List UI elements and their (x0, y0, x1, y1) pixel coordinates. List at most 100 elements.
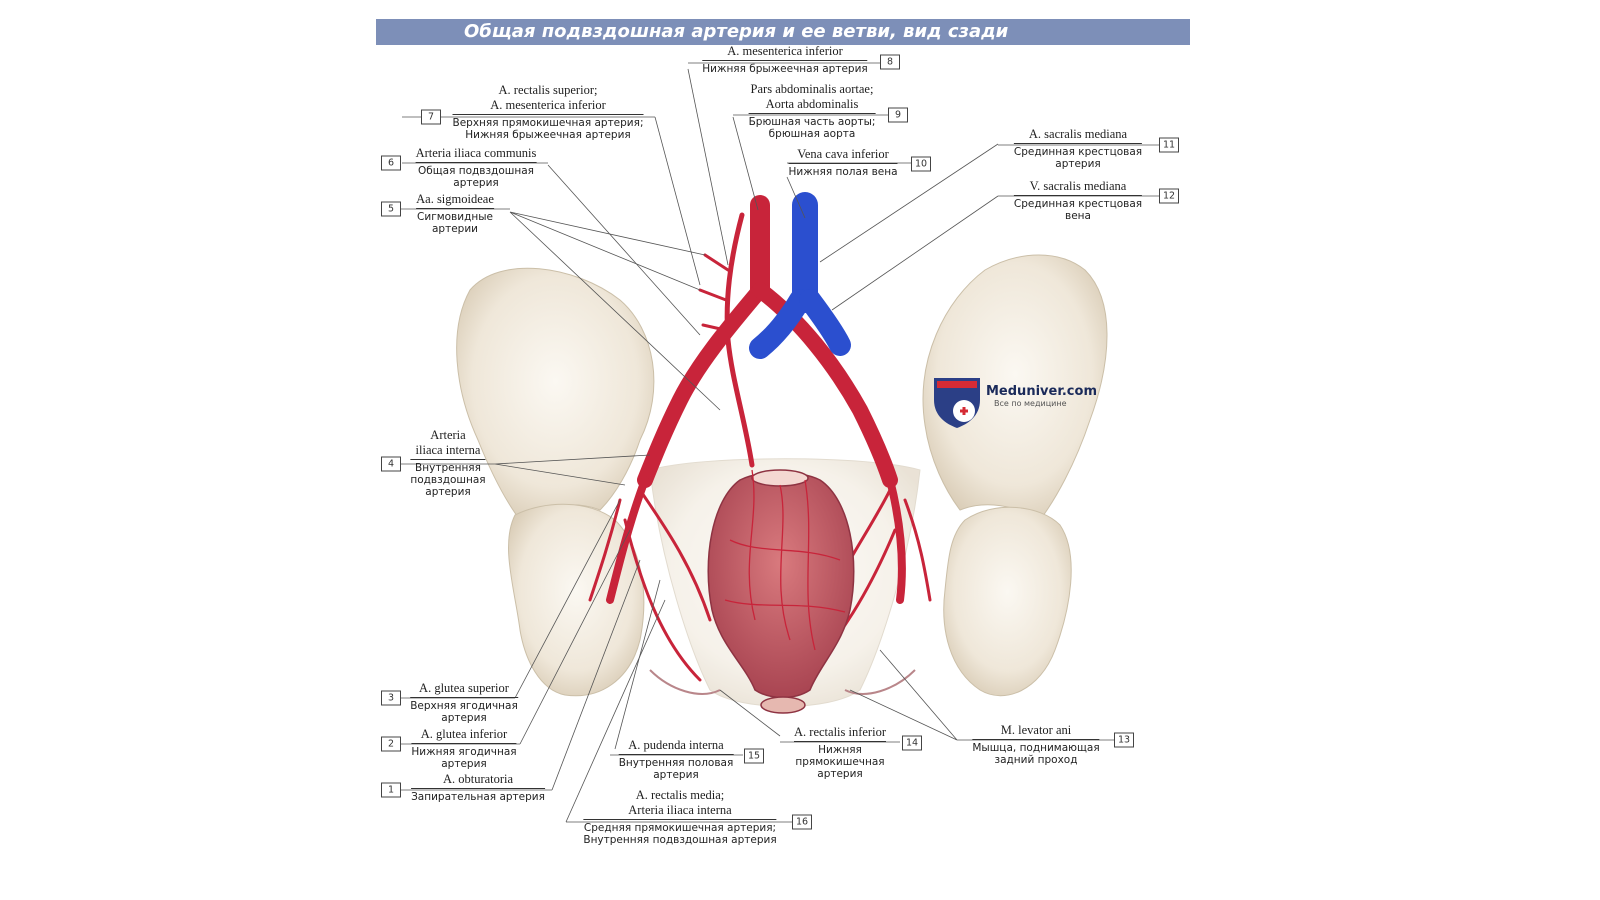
label-latin: A. mesenterica inferior (490, 98, 606, 112)
label-russian: артерия (441, 758, 487, 770)
levator-ani-muscle (649, 669, 916, 695)
label-russian: Нижняя (818, 744, 862, 756)
label-russian: Нижняя брыжеечная артерия (465, 129, 631, 141)
label-divider (411, 743, 517, 744)
label-9: Pars abdominalis aortae;Aorta abdominali… (748, 82, 876, 140)
label-latin: A. sacralis mediana (1028, 127, 1128, 141)
number-box-11: 11 (1159, 137, 1179, 153)
number-box-10: 10 (911, 156, 931, 172)
number-box-5: 5 (381, 201, 401, 217)
leader-lines (401, 62, 1160, 823)
label-latin: Aa. sigmoideae (416, 192, 494, 206)
figure-title: Общая подвздошная артерия и ее ветви, ви… (464, 21, 1009, 42)
label-7: A. rectalis superior;A. mesenterica infe… (452, 83, 644, 141)
label-latin: A. mesenterica inferior (727, 44, 843, 58)
right-internal-iliac (886, 476, 906, 604)
leader-1 (551, 559, 641, 791)
label-russian: Нижняя брыжеечная артерия (702, 63, 868, 75)
label-divider (618, 754, 734, 755)
label-divider (702, 60, 868, 61)
leader-4 (494, 454, 651, 486)
leader-12 (831, 195, 999, 311)
rectum-lumen (751, 469, 809, 487)
label-russian: Внутренняя (415, 462, 481, 474)
leader-15 (614, 579, 661, 750)
veins (749, 192, 851, 359)
right-common-iliac-vein (799, 289, 851, 356)
leader-10 (786, 176, 806, 219)
watermark-tagline: Все по медицине (994, 399, 1067, 408)
label-divider (1013, 143, 1143, 144)
right-ilium (922, 254, 1108, 521)
left-internal-iliac (606, 476, 649, 604)
label-divider (452, 114, 644, 115)
label-latin: A. pudenda interna (628, 738, 724, 752)
number-box-16: 16 (792, 814, 812, 830)
number-box-6: 6 (381, 155, 401, 171)
label-russian: Верхняя прямокишечная артерия; (452, 117, 644, 129)
label-russian: Срединная крестцовая (1013, 146, 1143, 158)
leader-3 (514, 499, 621, 699)
left-common-iliac-artery (637, 282, 768, 488)
number-box-1: 1 (381, 782, 401, 798)
leader-8 (687, 68, 729, 266)
watermark-name: Meduniver.com (986, 384, 1097, 399)
anal-canal (760, 696, 806, 714)
label-divider (583, 819, 777, 820)
label-latin: Vena cava inferior (797, 147, 889, 161)
label-latin: Arteria iliaca communis (415, 146, 537, 160)
pelvis-bones (456, 254, 1108, 707)
num-lines (401, 62, 1160, 823)
label-russian: Брюшная часть аорты; (748, 116, 876, 128)
label-russian: артерия (1055, 158, 1101, 170)
leader-7 (654, 116, 701, 286)
label-russian: Внутренняя половая (618, 757, 734, 769)
label-russian: Нижняя ягодичная (411, 746, 517, 758)
label-russian: артерия (653, 769, 699, 781)
label-latin: A. rectalis inferior (794, 725, 886, 739)
label-russian: Запирательная артерия (411, 791, 545, 803)
left-common-iliac-vein (749, 289, 811, 359)
label-latin: Arteria (430, 428, 466, 442)
label-divider (748, 113, 876, 114)
label-russian: Верхняя ягодичная (410, 700, 518, 712)
left-branches (588, 488, 712, 682)
watermark-shield-icon (934, 378, 980, 428)
figure-title-bar: Общая подвздошная артерия и ее ветви, ви… (376, 19, 1190, 45)
inferior-mesenteric-artery (724, 212, 755, 468)
label-russian: подвздошная (410, 474, 486, 486)
number-box-4: 4 (381, 456, 401, 472)
label-latin: V. sacralis mediana (1029, 179, 1127, 193)
label-divider (410, 459, 486, 460)
number-box-3: 3 (381, 690, 401, 706)
leader-5 (509, 211, 721, 411)
number-box-13: 13 (1114, 732, 1134, 748)
label-russian: задний проход (994, 754, 1078, 766)
label-russian: Внутренняя подвздошная артерия (583, 834, 777, 846)
label-latin: M. levator ani (1000, 723, 1072, 737)
label-russian: Нижняя полая вена (788, 166, 898, 178)
leader-14 (719, 689, 781, 737)
label-russian: артерия (425, 486, 471, 498)
label-russian: вена (1065, 210, 1091, 222)
label-divider (972, 739, 1100, 740)
label-divider (788, 163, 898, 164)
label-latin: A. rectalis media; (635, 788, 725, 802)
label-russian: Сигмовидные (417, 211, 493, 223)
label-latin: A. rectalis superior; (498, 83, 598, 97)
label-russian: артерии (431, 223, 478, 235)
label-russian: Средняя прямокишечная артерия; (583, 822, 777, 834)
number-box-8: 8 (880, 54, 900, 70)
label-divider (794, 741, 886, 742)
